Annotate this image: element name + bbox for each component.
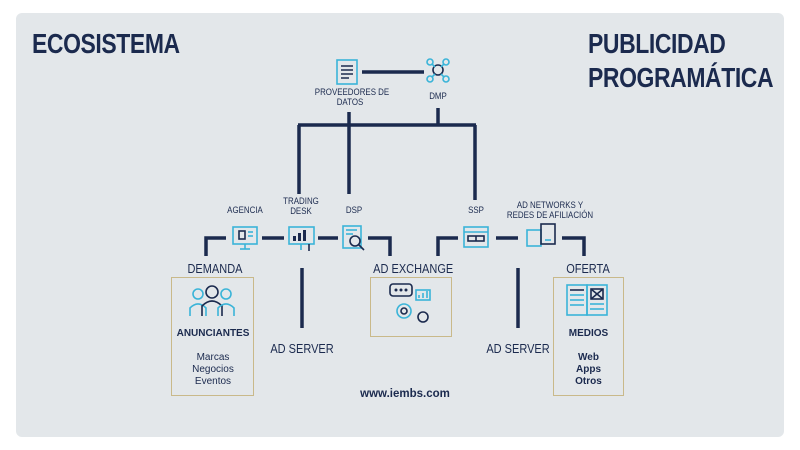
label-trading-desk-line1: TRADING <box>283 196 319 206</box>
label-data-providers-line1: PROVEEDORES DE <box>314 87 390 97</box>
demand-item-marcas: Marcas <box>196 352 230 363</box>
network-icon <box>426 58 450 83</box>
label-dmp: DMP <box>429 91 447 101</box>
label-ad-server-right: AD SERVER <box>486 342 550 356</box>
supply-box <box>553 277 624 396</box>
label-ad-networks: AD NETWORKS Y REDES DE AFILIACIÓN <box>506 200 594 221</box>
people-group-icon <box>189 285 235 316</box>
supply-item-otros: Otros <box>575 376 602 387</box>
label-ad-server-left: AD SERVER <box>270 342 334 356</box>
ad-exchange-box <box>370 277 452 337</box>
diagram-card <box>16 13 784 437</box>
footer-url: www.iembs.com <box>360 388 450 400</box>
demand-box-heading: ANUNCIANTES <box>176 328 250 339</box>
line-adnetworks-oferta <box>562 236 586 256</box>
demand-box-list: Marcas Negocios Eventos <box>172 352 254 388</box>
supply-box-heading: MEDIOS <box>568 328 609 339</box>
page-title-right-line1: PUBLICIDAD <box>588 28 726 59</box>
label-demanda: DEMANDA <box>187 262 243 276</box>
newspaper-icon <box>566 284 608 316</box>
label-oferta: OFERTA <box>566 262 610 276</box>
presentation-icon <box>232 226 258 250</box>
label-ad-exchange: AD EXCHANGE <box>373 262 454 276</box>
label-data-providers-line2: DATOS <box>336 96 364 107</box>
supply-item-apps: Apps <box>576 364 601 375</box>
line-demanda-agencia <box>204 236 226 256</box>
monitor-chart-icon <box>288 226 315 251</box>
label-agencia: AGENCIA <box>227 205 263 215</box>
demand-item-eventos: Eventos <box>194 376 232 387</box>
label-data-providers: PROVEEDORES DE DATOS <box>314 87 390 108</box>
label-trading-desk-line2: DESK <box>290 205 312 216</box>
supply-box-list: Web Apps Otros <box>553 352 624 388</box>
label-dsp: DSP <box>345 205 363 215</box>
devices-icon <box>526 223 556 247</box>
line-dsp-adexchange <box>368 236 392 256</box>
page-title-left: ECOSISTEMA <box>32 28 180 59</box>
label-ad-networks-line1: AD NETWORKS Y <box>516 200 584 210</box>
search-report-icon <box>342 225 365 251</box>
label-trading-desk: TRADING DESK <box>279 196 323 217</box>
document-icon <box>336 59 358 85</box>
browser-window-icon <box>463 226 489 248</box>
demand-box <box>171 277 254 396</box>
label-ad-networks-line2: REDES DE AFILIACIÓN <box>506 209 594 220</box>
label-ssp: SSP <box>468 205 484 215</box>
line-adexchange-ssp <box>436 236 458 256</box>
supply-item-web: Web <box>578 352 599 363</box>
gears-chat-icon <box>389 283 431 323</box>
demand-item-negocios: Negocios <box>192 364 234 375</box>
page-title-right-line2: PROGRAMÁTICA <box>588 62 774 93</box>
